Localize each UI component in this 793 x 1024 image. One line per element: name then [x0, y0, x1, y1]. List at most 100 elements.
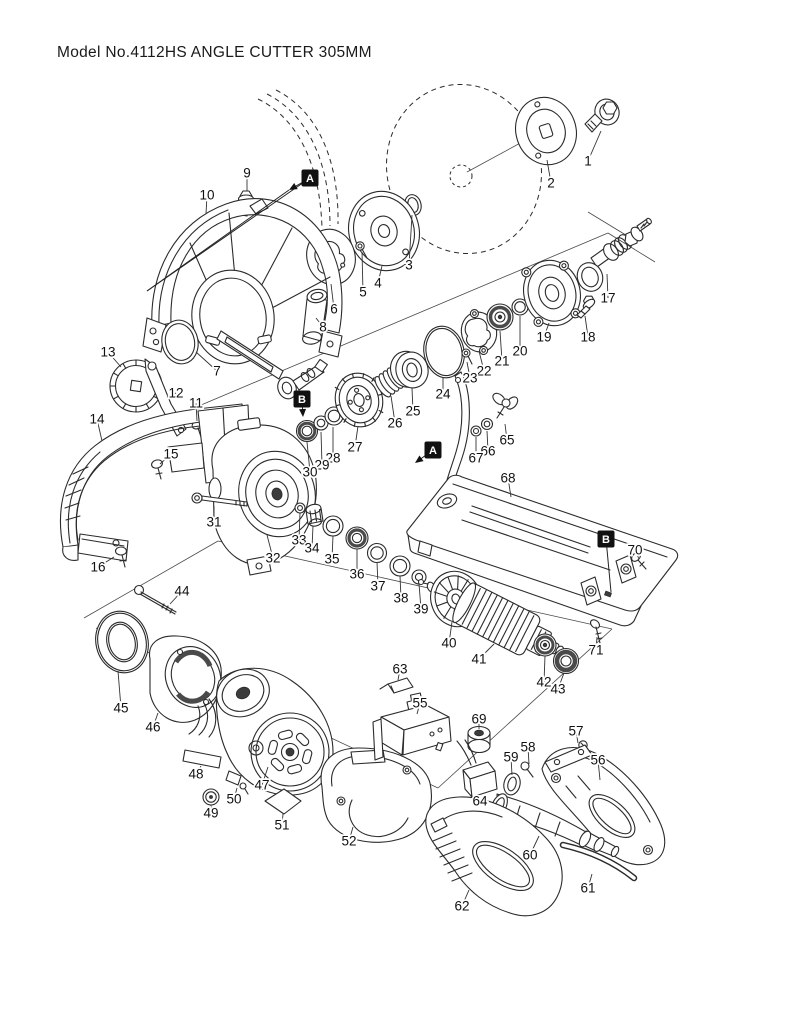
terminal-block — [456, 739, 498, 798]
wing-bolt — [492, 392, 519, 419]
gear-housing — [208, 417, 317, 576]
part-label-17: 17 — [600, 291, 615, 306]
svg-text:A: A — [429, 445, 437, 457]
rear-handle-cover — [425, 796, 563, 917]
label-plate — [379, 677, 414, 694]
part-label-40: 40 — [441, 636, 456, 651]
guard-pivot-arm — [216, 330, 328, 400]
field-stator — [148, 635, 222, 738]
part-label-34: 34 — [304, 541, 320, 556]
ring — [511, 298, 529, 316]
part-label-22: 22 — [476, 364, 491, 379]
part-label-3: 3 — [405, 258, 413, 273]
part-label-47: 47 — [254, 778, 269, 793]
o-ring — [423, 325, 465, 379]
washer — [480, 417, 494, 431]
bearing-box-cover — [521, 259, 581, 327]
part-label-69: 69 — [471, 712, 486, 727]
part-label-41: 41 — [471, 652, 486, 667]
part-label-33: 33 — [291, 533, 306, 548]
motor-housing — [215, 667, 334, 796]
baffle-ring — [95, 610, 149, 674]
part-label-10: 10 — [199, 188, 214, 203]
long-bolt — [191, 492, 248, 507]
part-label-65: 65 — [499, 433, 514, 448]
assembly-marker-box-B — [293, 390, 311, 408]
part-label-52: 52 — [341, 834, 356, 849]
part-label-50: 50 — [226, 792, 241, 807]
ball-bearing — [345, 526, 369, 550]
part-label-70: 70 — [627, 543, 642, 558]
part-label-9: 9 — [243, 166, 251, 181]
part-label-4: 4 — [374, 276, 382, 291]
ball-bearing — [533, 633, 557, 657]
part-label-29: 29 — [314, 458, 329, 473]
part-label-60: 60 — [522, 848, 537, 863]
hex-bolt-with-washer — [584, 98, 620, 133]
part-label-19: 19 — [536, 330, 551, 345]
wheel-guard — [142, 89, 343, 365]
bearing-retainer — [389, 350, 429, 389]
part-label-63: 63 — [392, 662, 407, 677]
carbon-brush — [225, 770, 249, 795]
spiral-bevel-gear — [334, 372, 384, 428]
power-cord — [559, 841, 638, 882]
part-label-6: 6 — [330, 302, 338, 317]
part-label-13: 13 — [100, 345, 115, 360]
part-label-31: 31 — [206, 515, 221, 530]
through-bolt — [133, 584, 177, 615]
part-label-7: 7 — [213, 364, 221, 379]
page-title: Model No.4112HS ANGLE CUTTER 305MM — [57, 44, 372, 61]
screw — [151, 459, 163, 480]
handle-cover — [541, 744, 666, 866]
part-label-27: 27 — [347, 440, 362, 455]
part-label-5: 5 — [359, 285, 367, 300]
part-label-20: 20 — [512, 344, 527, 359]
rubber-ring-bearing — [552, 647, 580, 675]
part-label-62: 62 — [454, 899, 469, 914]
part-label-66: 66 — [480, 444, 495, 459]
part-label-39: 39 — [413, 602, 428, 617]
assembly-marker-box-A — [301, 169, 319, 187]
part-label-68: 68 — [500, 471, 515, 486]
caution-label — [264, 788, 302, 815]
hex-nut — [294, 502, 306, 514]
svg-text:B: B — [298, 394, 306, 406]
screw — [631, 552, 647, 570]
part-label-49: 49 — [203, 806, 218, 821]
part-label-45: 45 — [113, 701, 128, 716]
part-label-57: 57 — [568, 724, 583, 739]
assembly-marker-box-B — [597, 530, 615, 548]
part-label-61: 61 — [580, 881, 595, 896]
part-label-56: 56 — [590, 753, 605, 768]
part-label-30: 30 — [302, 465, 317, 480]
ring — [322, 515, 344, 537]
part-label-48: 48 — [188, 767, 203, 782]
handle-cover — [320, 747, 432, 843]
spindle-shaft — [576, 217, 652, 292]
switch — [372, 692, 452, 761]
label-leader-lines — [96, 130, 640, 907]
part-label-23: 23 — [462, 371, 477, 386]
part-label-24: 24 — [435, 387, 451, 402]
cord-clamp — [503, 772, 521, 796]
part-label-55: 55 — [412, 696, 427, 711]
part-label-12: 12 — [168, 386, 183, 401]
part-label-64: 64 — [472, 794, 488, 809]
ball-bearing — [486, 303, 514, 331]
part-number-labels: 1234567891011121314151617181920212223242… — [88, 152, 645, 916]
ring — [366, 542, 388, 564]
part-label-1: 1 — [584, 154, 592, 169]
part-label-59: 59 — [503, 750, 518, 765]
o-ring-large — [161, 319, 199, 365]
part-label-37: 37 — [370, 579, 385, 594]
part-label-51: 51 — [274, 818, 289, 833]
ball-bearing — [295, 419, 319, 443]
part-label-46: 46 — [145, 720, 160, 735]
part-label-32: 32 — [265, 551, 280, 566]
part-label-58: 58 — [520, 740, 535, 755]
dust-spout — [302, 288, 328, 345]
part-label-14: 14 — [89, 412, 105, 427]
